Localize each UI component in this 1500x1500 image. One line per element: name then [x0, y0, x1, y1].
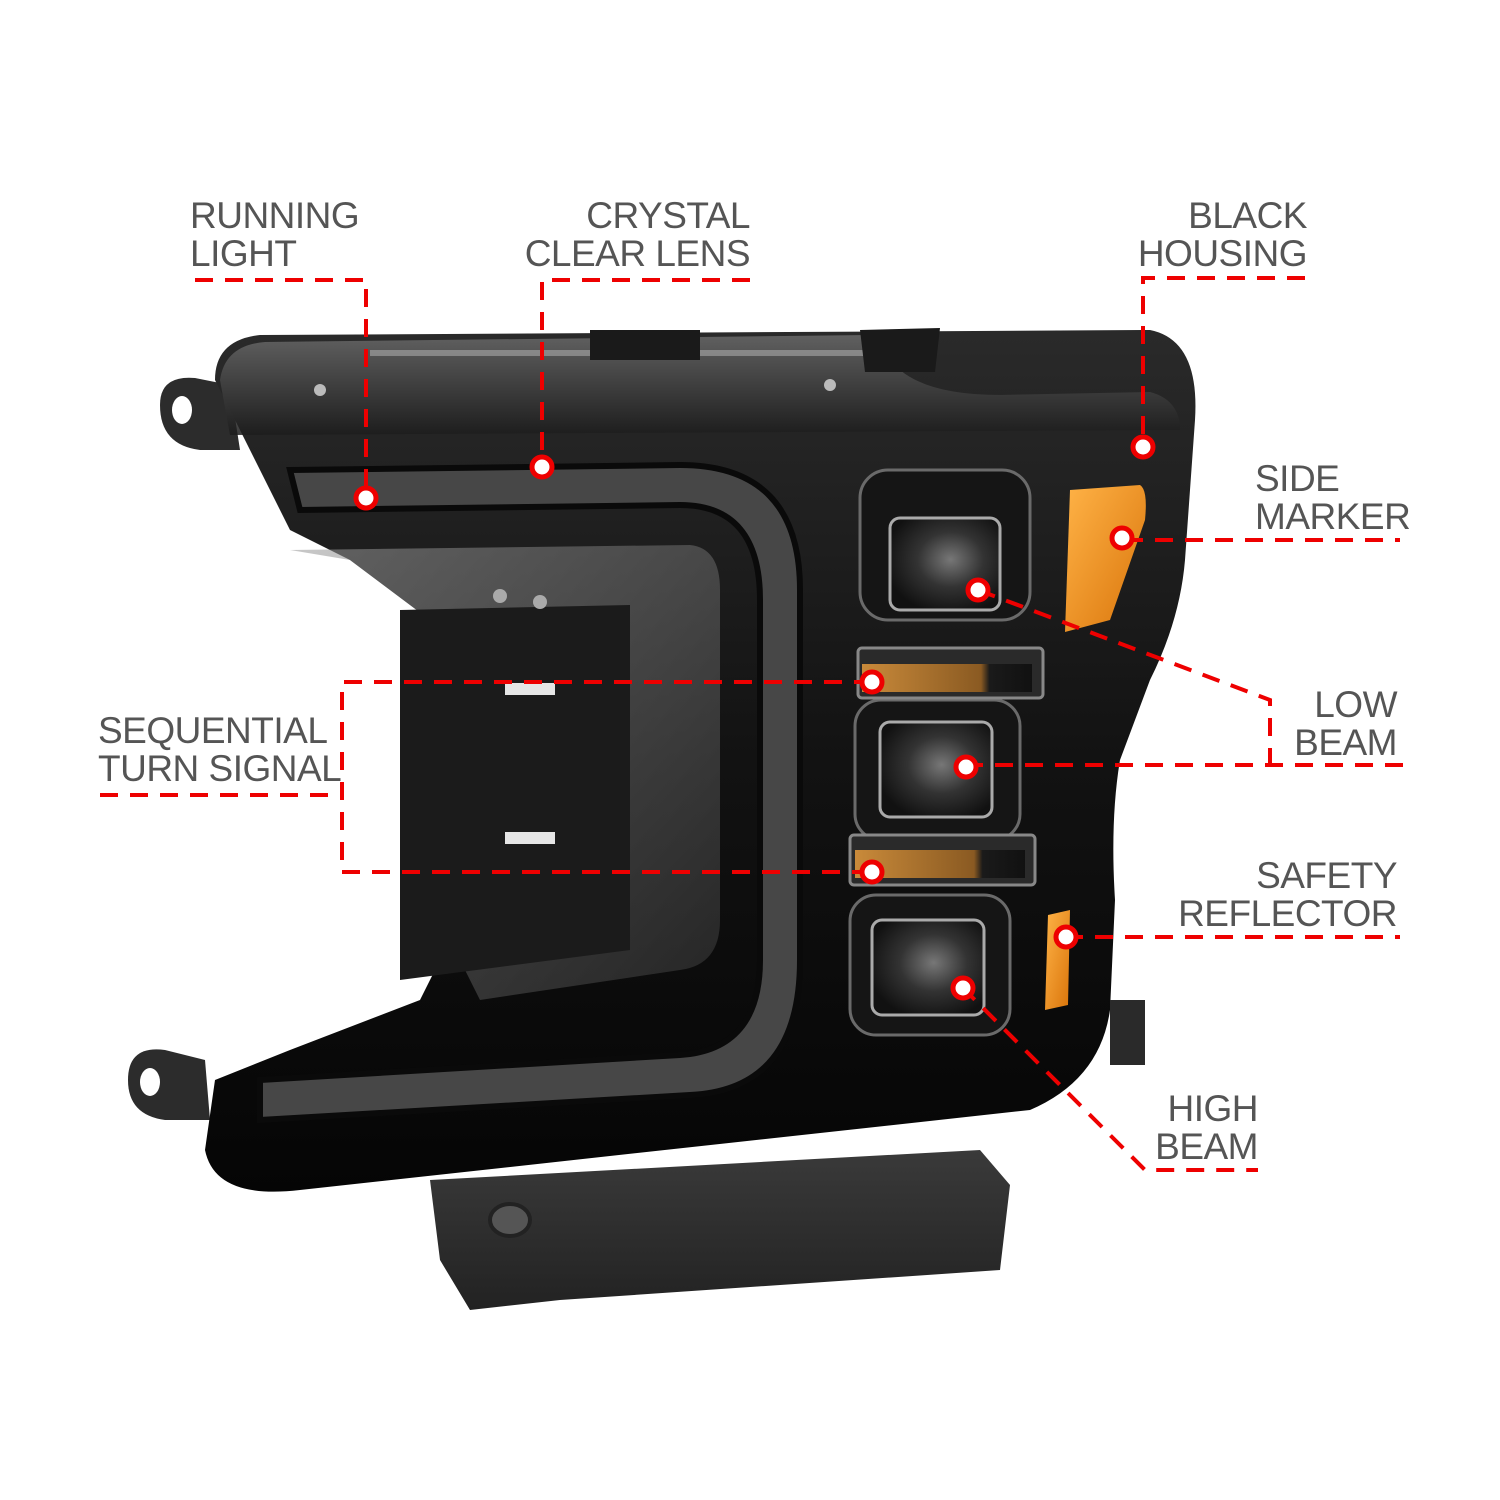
label-crystal-clear-lens: CRYSTAL CLEAR LENS [524, 195, 751, 274]
label-black-housing: BLACK HOUSING [1137, 195, 1308, 274]
low-beam-upper-projector [858, 468, 1032, 622]
high-beam-projector [848, 893, 1012, 1037]
running-light-marker [353, 485, 379, 511]
side-marker-marker [1109, 525, 1135, 551]
turn-signal-lower-marker [859, 859, 885, 885]
label-safety-reflector: SAFETY REFLECTOR [1178, 855, 1397, 934]
label-running-light: RUNNING LIGHT [190, 195, 360, 274]
label-side-marker: SIDE MARKER [1255, 458, 1411, 537]
crystal-clear-lens-marker [529, 454, 555, 480]
label-high-beam: HIGH BEAM [1155, 1088, 1258, 1167]
label-low-beam: LOW BEAM [1294, 684, 1397, 763]
callout-markers [353, 434, 1156, 1001]
safety-reflector-marker [1053, 924, 1079, 950]
callout-lines [100, 276, 1410, 1172]
low-beam-lower-marker [953, 754, 979, 780]
low-beam-upper-marker [965, 577, 991, 603]
high-beam-marker [950, 975, 976, 1001]
low-beam-lower-projector [853, 698, 1022, 842]
label-sequential-turn-signal: SEQUENTIAL TURN SIGNAL [98, 710, 342, 789]
turn-signal-upper-marker [859, 669, 885, 695]
black-housing-marker [1130, 434, 1156, 460]
